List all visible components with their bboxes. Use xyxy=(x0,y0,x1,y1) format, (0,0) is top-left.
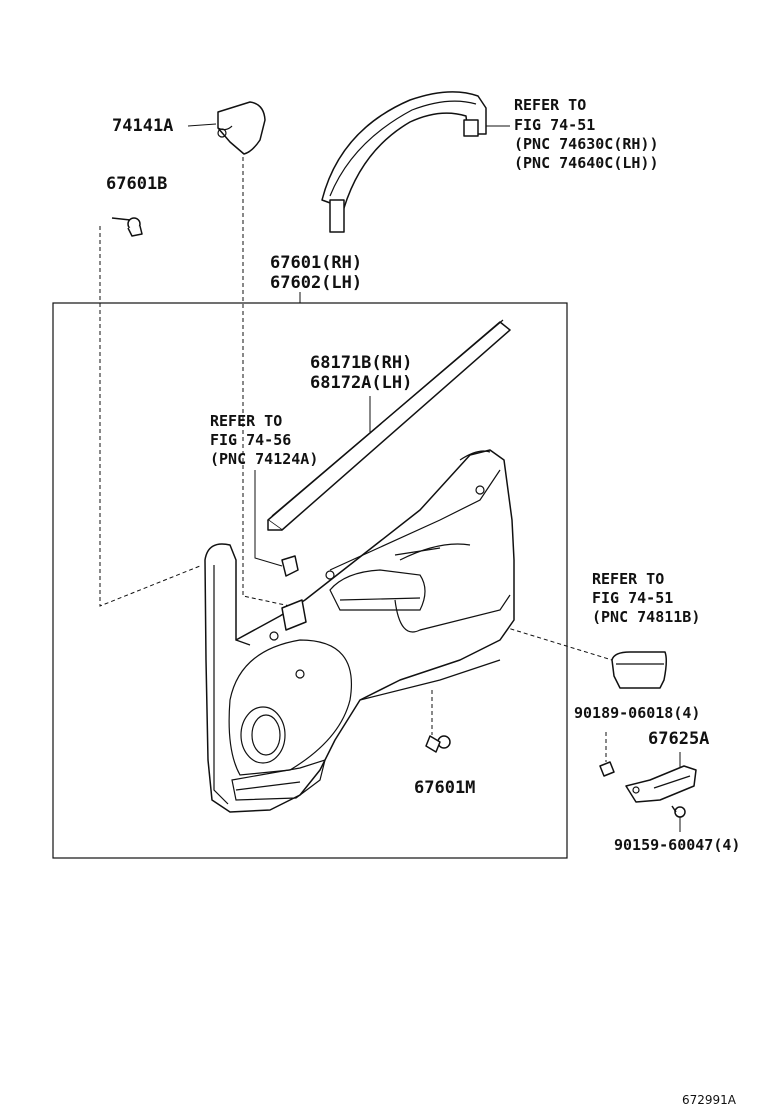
figure-id: 672991A xyxy=(682,1093,737,1107)
refer3-line1: REFER TO xyxy=(592,570,664,588)
refer1-line4: (PNC 74640C(LH)) xyxy=(514,154,659,172)
label-74141a: 74141A xyxy=(112,116,173,136)
leader-refer2 xyxy=(254,470,283,567)
door-trim-panel xyxy=(204,449,515,813)
label-68172a: 68172A(LH) xyxy=(310,373,412,393)
refer2-line3: (PNC 74124A) xyxy=(210,450,318,468)
leader-74141a xyxy=(187,123,217,127)
assembly-frame xyxy=(52,302,568,859)
screw-90159 xyxy=(671,805,686,818)
refer1-line3: (PNC 74630C(RH)) xyxy=(514,135,659,153)
bracket-67625a xyxy=(625,765,697,803)
inner-handle-bezel-clip xyxy=(281,555,307,631)
refer1-line2: FIG 74-51 xyxy=(514,116,595,134)
weatherstrip xyxy=(267,319,511,531)
handle-cup-74811b xyxy=(611,651,668,689)
label-90189: 90189-06018(4) xyxy=(574,704,700,722)
nut-90189 xyxy=(599,761,615,777)
label-67601-rh: 67601(RH) xyxy=(270,253,362,273)
refer1-line1: REFER TO xyxy=(514,96,586,114)
refer3-line3: (PNC 74811B) xyxy=(592,608,700,626)
clip-67601b xyxy=(111,217,143,237)
clip-67601m xyxy=(425,735,451,753)
refer3-line2: FIG 74-51 xyxy=(592,589,673,607)
refer2-line1: REFER TO xyxy=(210,412,282,430)
dash-67601b xyxy=(99,226,201,607)
dash-74141a xyxy=(242,150,291,607)
label-67601m: 67601M xyxy=(414,778,475,798)
label-68171b: 68171B(RH) xyxy=(310,353,412,373)
assist-grip xyxy=(321,91,487,233)
label-67625a: 67625A xyxy=(648,729,709,749)
label-90159: 90159-60047(4) xyxy=(614,836,740,854)
cover-74141a xyxy=(217,101,266,155)
refer2-line2: FIG 74-56 xyxy=(210,431,291,449)
label-67602-lh: 67602(LH) xyxy=(270,273,362,293)
label-67601b: 67601B xyxy=(106,174,167,194)
